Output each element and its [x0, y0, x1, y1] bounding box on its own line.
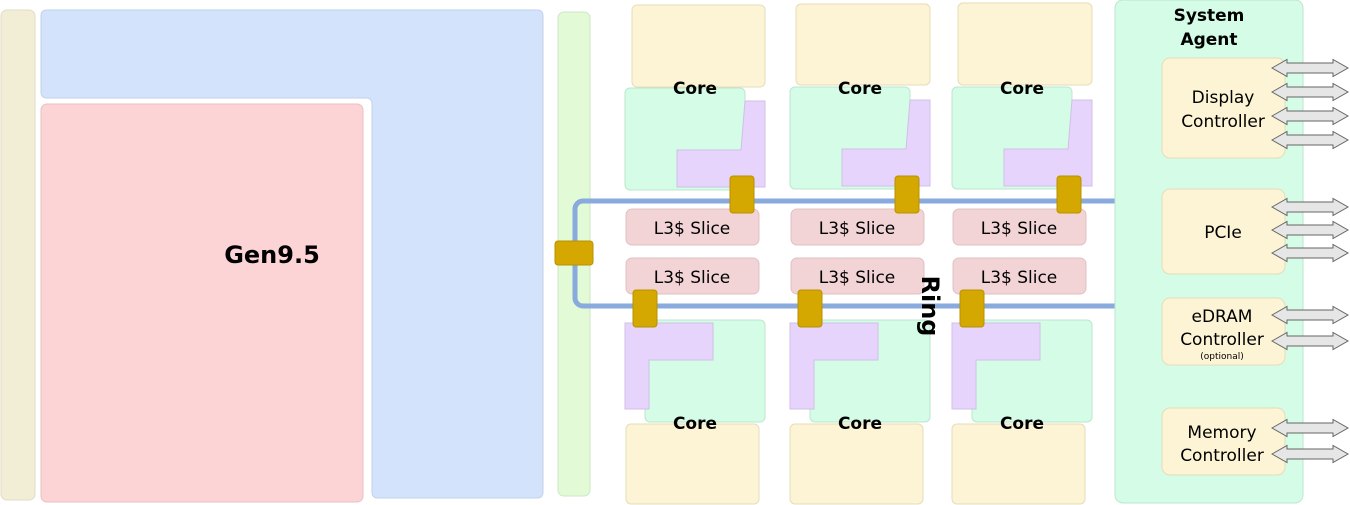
core-purple-block	[1003, 99, 1093, 187]
l3-slice	[790, 208, 925, 246]
edram-optional-note: (optional)	[1200, 352, 1244, 362]
core-purple-block	[789, 322, 879, 410]
gpu-main-block	[40, 103, 364, 503]
l3-slice	[625, 257, 760, 295]
io-arrow-icon	[1270, 106, 1350, 126]
core-purple-block	[624, 322, 714, 410]
core-cache	[957, 2, 1093, 86]
io-arrow-icon	[1270, 197, 1350, 217]
l3-slice	[952, 257, 1087, 295]
memory-controller-label-2: Controller	[1180, 446, 1264, 466]
core-label: Core	[673, 79, 717, 99]
ring-stop	[729, 175, 755, 214]
core-cache	[625, 423, 760, 505]
display-controller-label: Display	[1192, 88, 1255, 108]
gpu-label: Gen9.5	[224, 241, 320, 269]
core-top-1: Core	[624, 4, 766, 191]
io-arrow-icon	[1270, 243, 1350, 263]
l3-slice-label: L3$ Slice	[981, 219, 1058, 239]
ring-stop	[797, 289, 823, 328]
io-arrow-icon	[1270, 331, 1350, 351]
display-controller	[1161, 57, 1286, 159]
ring-stop-gpu	[554, 240, 594, 266]
ring-label: Ring	[916, 276, 944, 337]
core-top-2: Core	[789, 3, 931, 190]
display-controller-label-2: Controller	[1181, 112, 1265, 132]
core-label: Core	[1000, 414, 1044, 434]
io-arrow-icon	[1270, 305, 1350, 325]
io-arrow-icon	[1270, 418, 1350, 438]
l3-slice-label: L3$ Slice	[654, 268, 731, 288]
memory-controller-label: Memory	[1187, 423, 1256, 443]
core-label: Core	[838, 79, 882, 99]
gpu-left-strip	[0, 9, 36, 501]
ring-stop	[894, 175, 920, 214]
core-top-3: Core	[951, 2, 1093, 190]
l3-slice-row-1: L3$ Slice L3$ Slice L3$ Slice	[625, 208, 1087, 246]
l3-slice-label: L3$ Slice	[981, 268, 1058, 288]
ring-stop	[1056, 175, 1082, 214]
core-bottom-2: Core	[789, 319, 931, 505]
l3-slice-label: L3$ Slice	[819, 219, 896, 239]
core-purple-block	[951, 322, 1041, 410]
edram-controller	[1161, 297, 1286, 366]
io-arrow-icon	[1270, 82, 1350, 102]
gpu-l-shape	[40, 9, 544, 499]
edram-controller-label-2: Controller	[1180, 330, 1264, 350]
core-purple-block	[676, 100, 766, 188]
core-bottom-1: Core	[624, 319, 766, 505]
core-cache	[951, 423, 1086, 505]
memory-controller	[1161, 407, 1286, 476]
core-label: Core	[838, 414, 882, 434]
io-arrow-icon	[1270, 220, 1350, 240]
l3-slice-label: L3$ Slice	[654, 219, 731, 239]
io-arrow-icon	[1270, 130, 1350, 150]
ring-stop	[632, 289, 658, 328]
l3-slice-row-2: L3$ Slice L3$ Slice L3$ Slice	[625, 257, 1087, 295]
core-cache	[795, 3, 931, 86]
pcie-label: PCIe	[1204, 223, 1242, 243]
core-cache	[631, 4, 766, 88]
l3-slice-label: L3$ Slice	[819, 268, 896, 288]
io-arrow-icon	[1270, 58, 1350, 78]
io-arrow-icon	[1270, 444, 1350, 464]
l3-slice	[790, 257, 925, 295]
core-label: Core	[673, 414, 717, 434]
io-arrows	[1270, 58, 1350, 464]
l3-slice	[952, 208, 1087, 246]
system-agent-title-2: Agent	[1180, 30, 1237, 50]
ring-stop	[959, 289, 985, 328]
system-agent-title: System	[1174, 6, 1245, 26]
core-label: Core	[1000, 79, 1044, 99]
core-bottom-3: Core	[951, 319, 1093, 505]
core-cache	[789, 423, 924, 505]
core-purple-block	[841, 99, 931, 187]
l3-slice	[625, 208, 760, 246]
edram-controller-label: eDRAM	[1192, 307, 1253, 327]
